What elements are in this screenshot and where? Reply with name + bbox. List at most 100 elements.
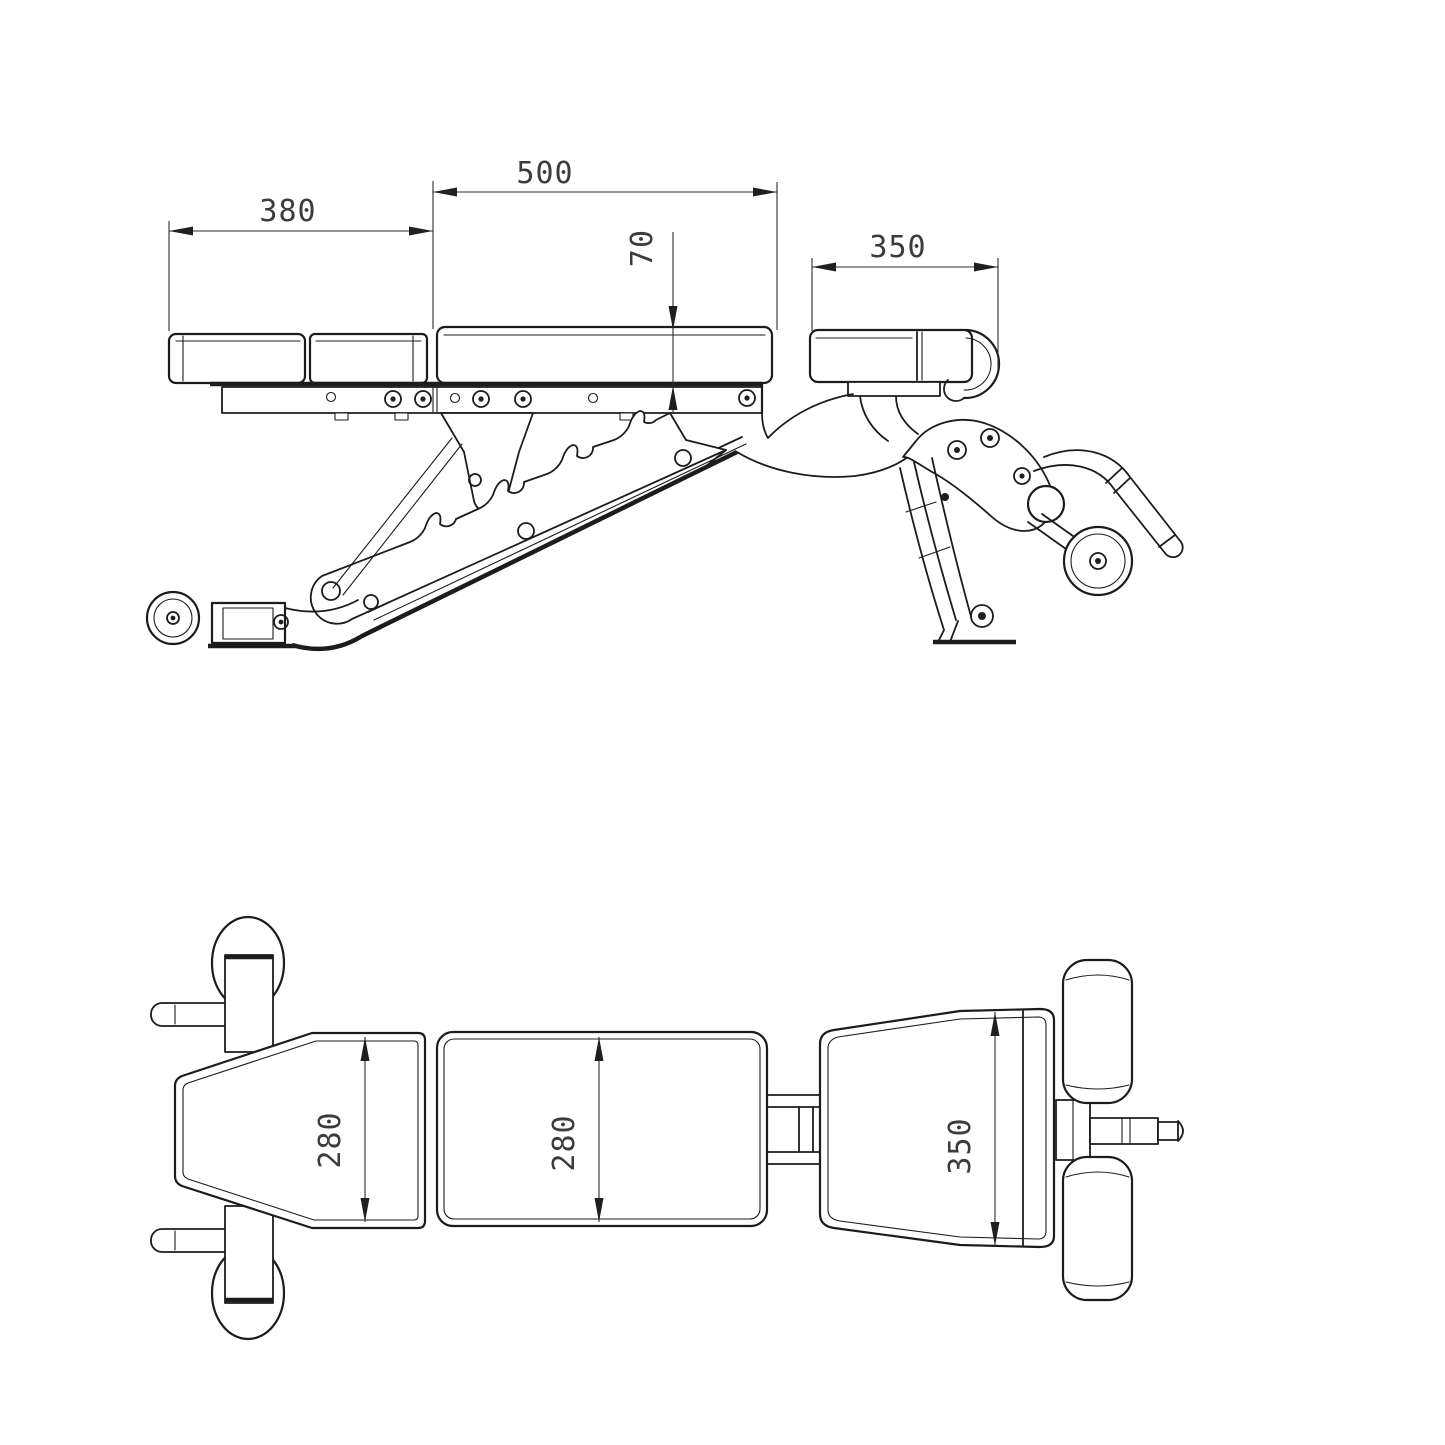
dim-arrow-down	[990, 1222, 1000, 1246]
back-pad-inner-seam	[182, 1040, 419, 1221]
rear-neck-edge	[895, 395, 919, 435]
gusset-hole	[468, 473, 482, 487]
roller-arm-edge	[1027, 521, 1067, 550]
dim-label-280-back: 280	[313, 1111, 348, 1168]
bolt-center	[478, 396, 484, 402]
bolt-hole	[384, 390, 402, 408]
seat-link-frame	[766, 1094, 821, 1165]
rail-foot-tab	[394, 412, 409, 421]
rear-beam-lower-edge	[736, 447, 919, 478]
bolt-center	[954, 447, 960, 453]
handle-inner-edge	[1033, 464, 1166, 554]
dimension-pad-thickness: 70	[625, 229, 678, 412]
bolt-center	[987, 435, 993, 441]
bolt-center	[420, 396, 426, 402]
rear-beam-upper-edge	[761, 393, 854, 439]
roller-cap-seam	[1065, 974, 1130, 981]
bolt-center	[520, 396, 526, 402]
rear-pivot-plate	[902, 419, 1054, 532]
foot-roller-top	[1061, 958, 1134, 1105]
leg-segment-line	[905, 501, 937, 513]
dim-label-70: 70	[625, 229, 660, 267]
pad-curl-outer	[962, 328, 1001, 400]
side-frame	[145, 381, 1184, 652]
dim-label-350-top: 350	[943, 1117, 978, 1174]
foot-wedge-line	[937, 629, 945, 643]
bolt-center	[390, 396, 396, 402]
handle-cap-band	[1158, 534, 1176, 548]
dim-arrow-left	[812, 262, 836, 272]
foot-wedge-line	[949, 620, 959, 643]
small-hole	[449, 392, 461, 404]
handle-collar	[1105, 467, 1123, 484]
top-frame-parts	[150, 915, 286, 1341]
pad-curl-inner	[963, 337, 992, 391]
front-tube-top	[284, 599, 359, 613]
dim-arrow-right	[753, 187, 777, 197]
small-hole	[587, 392, 599, 404]
front-foot-bracket-inner	[222, 607, 274, 640]
plate-bolt-hole	[980, 428, 1000, 448]
foot-roller-bottom	[1061, 1155, 1134, 1302]
bolt-hole	[414, 390, 432, 408]
bolt-hole	[514, 390, 532, 408]
bolt-hole	[472, 390, 490, 408]
rail-brace	[704, 449, 727, 468]
roller-cap-seam	[1065, 1281, 1130, 1287]
rail-foot-tab	[334, 412, 349, 421]
rear-leg-edge	[899, 467, 945, 631]
dim-label-350-side: 350	[869, 230, 926, 265]
small-hole	[325, 391, 337, 403]
wheel-hub	[166, 611, 180, 625]
front-foot-assembly	[145, 590, 359, 649]
dim-arrow-up	[594, 1037, 604, 1061]
wheel-axle-bar-top	[224, 954, 274, 1053]
dim-label-380: 380	[259, 194, 316, 229]
dimension-rear-pad-width: 350	[943, 1012, 1000, 1246]
leg-foot-center	[978, 612, 986, 620]
rear-assembly	[736, 382, 1184, 645]
support-strut-edge	[332, 437, 453, 589]
dim-arrow-down	[360, 1198, 370, 1222]
dimension-back-pad-width: 280	[313, 1037, 370, 1222]
plate-bolt-hole	[1013, 467, 1031, 485]
side-view: 380 500 70 350	[145, 156, 1184, 652]
dim-arrow-left	[169, 226, 193, 236]
leg-roller-assembly-top	[1055, 958, 1184, 1302]
foot-roller-hub	[1089, 552, 1107, 570]
foot-roller-rim	[1070, 533, 1126, 589]
roller-cap-seam	[1065, 1171, 1130, 1178]
support-strut-edge	[342, 443, 463, 596]
rear-leg-edge	[913, 461, 957, 621]
dim-arrow-up	[360, 1037, 370, 1061]
roller-pivot-ring	[1026, 484, 1066, 524]
side-dimensions: 380 500 70 350	[168, 156, 999, 412]
handle-end-cap	[1164, 541, 1184, 559]
main-rail-bottom-edge	[291, 449, 738, 652]
plate-bolt-hole	[947, 440, 967, 460]
roller-cap-seam	[1065, 1084, 1130, 1090]
dimension-rear-pad-length: 350	[811, 230, 999, 374]
axle-grip-segment	[1157, 1121, 1179, 1141]
dimension-seat-pad-length: 500	[433, 156, 778, 330]
dim-arrow-up	[990, 1012, 1000, 1036]
rear-pad-inner-seam	[827, 1016, 1047, 1240]
side-pads	[167, 325, 1001, 402]
foot-roller-axle	[1095, 558, 1101, 564]
top-view: 280 280 350	[150, 915, 1184, 1341]
dim-arrow-right	[974, 262, 998, 272]
wheel-rim	[153, 598, 193, 638]
seat-frame-rail	[221, 386, 763, 414]
ladder-pivot-hole	[321, 581, 341, 601]
handle-collar	[1113, 477, 1131, 494]
front-pivot-bolt	[273, 614, 289, 630]
bolt-hole	[738, 389, 756, 407]
main-rail-inner-edge	[373, 443, 747, 621]
adjustment-ladder-plate	[309, 410, 727, 625]
dimension-back-pad-length: 380	[168, 181, 434, 331]
dim-label-280-seat: 280	[547, 1114, 582, 1171]
wheel-axle-bar-bottom	[224, 1205, 274, 1304]
handle-outer-edge	[1043, 449, 1182, 543]
top-pads	[173, 1007, 1056, 1249]
